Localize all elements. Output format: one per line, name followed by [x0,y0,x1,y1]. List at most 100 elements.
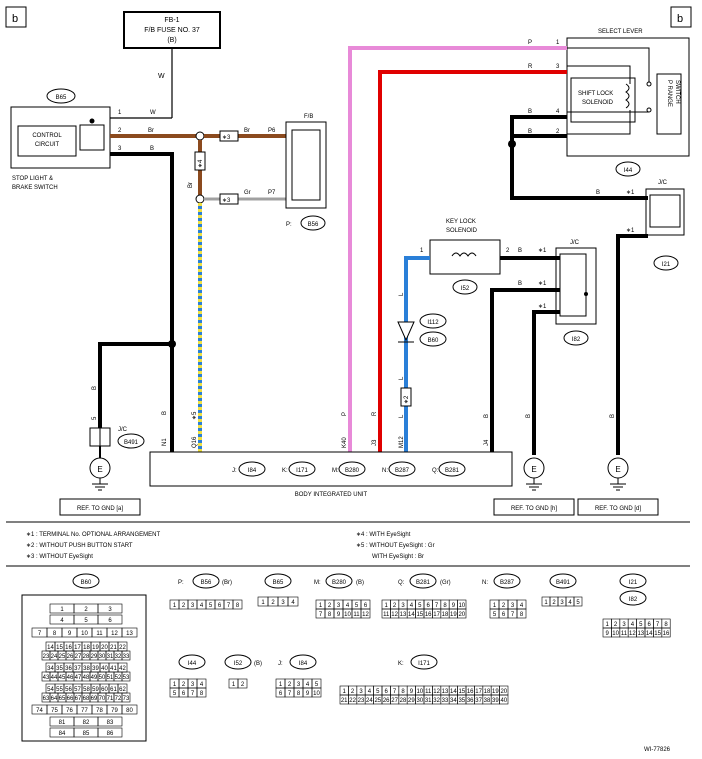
wire-br-label-2: Br [244,128,250,134]
face-b60-pin: 2 [84,607,88,613]
fb-title: F/B [304,114,313,120]
face-b280-pin: 4 [346,603,350,609]
wire-b-v-label: B [162,411,168,415]
face-i21-pin: 16 [663,631,670,637]
face-b281-pin: 6 [427,603,431,609]
face-i44-pin: 7 [191,691,195,697]
face-b280-pin: 2 [328,603,332,609]
face-b60-pin: 5 [84,618,88,624]
face-b491-pin: 3 [560,600,564,606]
wire-w-label: W [150,110,156,116]
face-b60-pin: 54 [47,687,54,693]
star3-box-top [219,130,239,142]
face-b60-pin: 80 [126,708,133,714]
face-i21-pin: 4 [631,622,635,628]
wire-r-label: R [528,64,533,70]
face-b60-pin: 76 [66,708,73,714]
page-mark-right: b [677,13,683,25]
i112-label: I112 [427,320,439,326]
wire-b-jc-label: B [92,386,98,390]
face-b281-color: (Gr) [440,580,451,586]
face-b65-pin: 3 [281,600,285,606]
face-b60-pin: 67 [75,696,82,702]
face-i21-pin: 3 [622,622,626,628]
wire-b-select-lever [510,115,648,200]
prange-contact-bottom [646,107,652,113]
face-i21-pin: 9 [606,631,610,637]
face-b60-label: B60 [81,580,92,586]
biu-conn-label-2: B280 [345,468,360,474]
face-b281-pin: 15 [416,612,423,618]
face-b60-pin: 56 [65,687,72,693]
face-i171-pin: 19 [492,689,499,695]
face-b60-pin: 78 [96,708,103,714]
face-i171-bubble [410,654,438,670]
face-b491-bubble [549,573,577,589]
face-b56-pin: 6 [218,603,222,609]
face-b60-pin: 50 [99,675,106,681]
face-b281-pin: 1 [385,603,389,609]
face-i171-pin: 30 [416,698,423,704]
face-i44-cell [196,687,207,698]
face-i84-pin: 4 [306,682,310,688]
face-b491-pin: 4 [568,600,572,606]
face-b287-pin: 8 [520,612,524,618]
wire-kl-star1: ∗1 [538,248,547,254]
face-b60-pin: 63 [43,696,50,702]
face-b60-pin: 68 [83,696,90,702]
face-i171-pin: 3 [359,689,363,695]
face-i52-pin: 1 [232,682,236,688]
fuse-line2: F/B FUSE NO. 37 [144,27,200,34]
biu-conn-label-1: I171 [296,468,308,474]
face-b281-pin: 7 [435,603,439,609]
face-b60-pin: 61 [110,687,117,693]
jc-b491-title: J/C [118,427,128,433]
face-b65-cell [287,596,299,607]
face-b281-pin: 12 [391,612,398,618]
face-b56-pin: 7 [227,603,231,609]
face-b60-pin: 7 [38,631,42,637]
face-i44-pin: 6 [182,691,186,697]
select-lever-title: SELECT LEVER [598,29,643,35]
wire-b-j4-v-label: B [484,414,490,418]
face-i171-pin: 26 [383,698,390,704]
face-i171-pin: 24 [366,698,373,704]
jc1-box [645,188,685,236]
face-i44-bubble [178,654,206,670]
face-i171-pin: 25 [374,698,381,704]
face-i171-label: I171 [418,661,430,667]
fb-block-inner [291,129,321,201]
face-b60-pin: 24 [51,654,58,660]
face-b60-pin: 46 [67,675,74,681]
prange-contact-top [646,81,652,87]
stop-switch-caption2: BRAKE SWITCH [12,185,58,191]
face-b60-pin: 22 [119,645,126,651]
biu-conn-bubble-1 [288,461,316,477]
wire-r-v-label: R [372,411,378,416]
face-b281-pin: 8 [443,603,447,609]
face-i171-pin: 14 [450,689,457,695]
jc1-title: J/C [658,180,668,186]
b491-bubble [117,433,145,449]
wire-q16: Q16 [192,436,198,448]
face-b281-pin: 4 [410,603,414,609]
wire-br-label: Br [148,128,154,134]
face-b281-pin: 16 [425,612,432,618]
face-i171-pin: 1 [343,689,347,695]
key-lock-coil [451,252,477,257]
face-b281-bubble [409,573,437,589]
face-i171-pin: 13 [442,689,449,695]
face-b281-prefix: Q: [398,580,405,586]
note-5: ∗5 : WITHOUT EyeSight : Gr [356,543,435,549]
face-i21-cell [661,627,671,638]
wire-l-label-mid: L [399,376,405,380]
face-i171-pin: 8 [401,689,405,695]
biu-conn-bubble-4 [438,461,466,477]
face-b56-pin: 3 [191,603,195,609]
face-i171-pin: 9 [410,689,414,695]
splice-bottom [195,194,205,204]
face-i21-pin: 2 [614,622,618,628]
face-i84-pin: 8 [297,691,301,697]
face-i171-pin: 20 [500,689,507,695]
face-b60-pin: 31 [107,654,114,660]
